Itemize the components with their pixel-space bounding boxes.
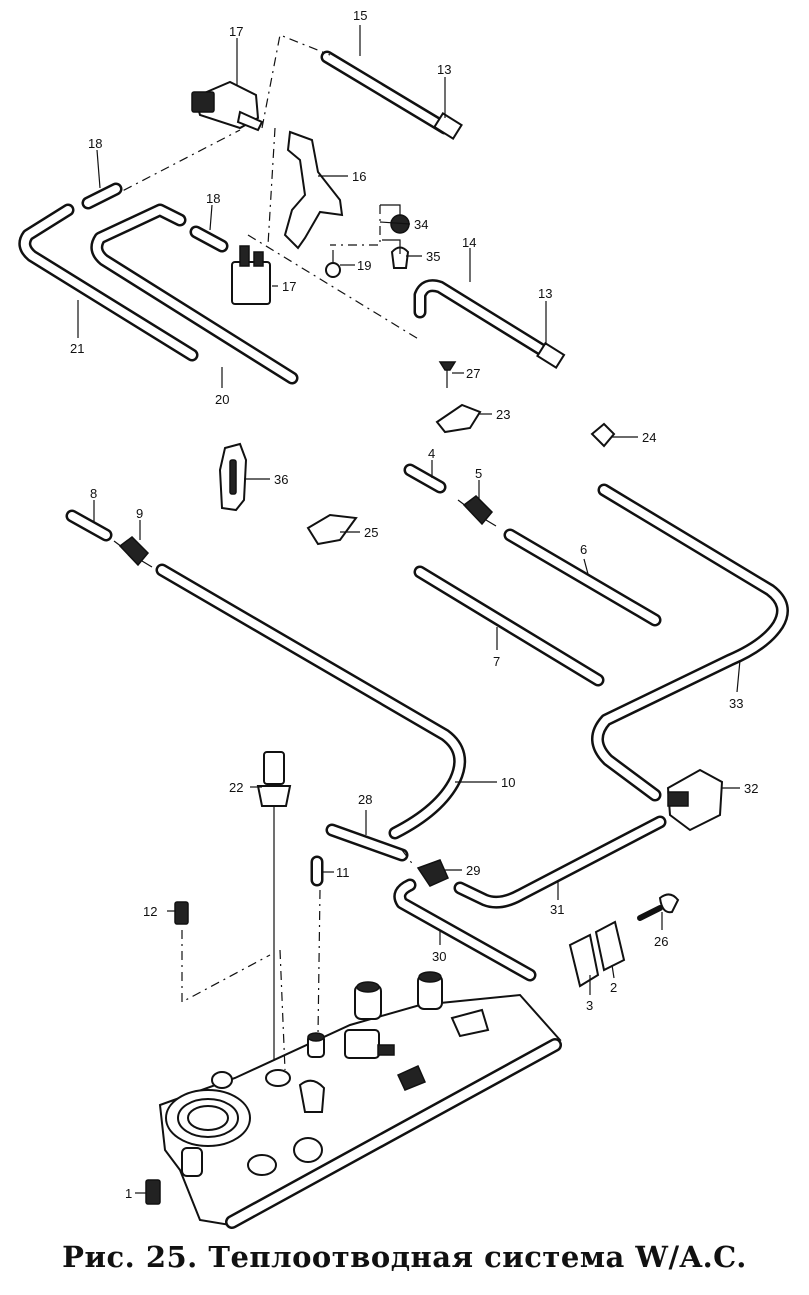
label-17b: 17 bbox=[282, 279, 296, 294]
label-32: 32 bbox=[744, 781, 758, 796]
label-25: 25 bbox=[364, 525, 378, 540]
hose-18a bbox=[81, 182, 123, 210]
fitting-1 bbox=[145, 1179, 161, 1205]
hose-14 bbox=[413, 279, 566, 369]
label-33: 33 bbox=[729, 696, 743, 711]
label-12: 12 bbox=[143, 904, 157, 919]
label-21: 21 bbox=[70, 341, 84, 356]
label-31: 31 bbox=[550, 902, 564, 917]
label-13a: 13 bbox=[437, 62, 451, 77]
label-29: 29 bbox=[466, 863, 480, 878]
valve-17-upper bbox=[191, 80, 264, 132]
label-18b: 18 bbox=[206, 191, 220, 206]
label-18a: 18 bbox=[88, 136, 102, 151]
hose-20 bbox=[90, 203, 299, 385]
label-26: 26 bbox=[654, 934, 668, 949]
hose-10 bbox=[155, 563, 467, 840]
plug-12 bbox=[174, 901, 189, 925]
label-23: 23 bbox=[496, 407, 510, 422]
label-14: 14 bbox=[462, 235, 476, 250]
connector-5 bbox=[457, 495, 497, 527]
hose-31 bbox=[453, 815, 667, 909]
hose-21 bbox=[18, 203, 199, 362]
label-1: 1 bbox=[125, 1186, 132, 1201]
part-labels: 15 17 13 16 18 18 34 35 19 14 17 13 21 2… bbox=[70, 8, 758, 1201]
parts-diagram: 15 17 13 16 18 18 34 35 19 14 17 13 21 2… bbox=[18, 8, 789, 1229]
label-8: 8 bbox=[90, 486, 97, 501]
label-22: 22 bbox=[229, 780, 243, 795]
hose-15 bbox=[320, 50, 463, 140]
hose-4 bbox=[403, 463, 447, 494]
label-6: 6 bbox=[580, 542, 587, 557]
tee-29 bbox=[416, 859, 449, 887]
figure-caption: Рис. 25. Теплоотводная система W/A.C. bbox=[62, 1240, 747, 1274]
label-35: 35 bbox=[426, 249, 440, 264]
label-17a: 17 bbox=[229, 24, 243, 39]
label-11: 11 bbox=[336, 865, 350, 880]
hose-28 bbox=[325, 823, 409, 862]
label-15: 15 bbox=[353, 8, 367, 23]
label-28: 28 bbox=[358, 792, 372, 807]
label-30: 30 bbox=[432, 949, 446, 964]
hose-8 bbox=[65, 509, 113, 542]
label-13b: 13 bbox=[538, 286, 552, 301]
clip-24 bbox=[590, 422, 616, 448]
gasket-2 bbox=[594, 920, 626, 972]
label-5: 5 bbox=[475, 466, 482, 481]
clamp-23 bbox=[435, 403, 482, 434]
label-3: 3 bbox=[586, 998, 593, 1013]
bolt-19 bbox=[325, 250, 341, 278]
label-19: 19 bbox=[357, 258, 371, 273]
hose-33 bbox=[591, 483, 789, 802]
clip-25 bbox=[306, 513, 358, 546]
label-36: 36 bbox=[274, 472, 288, 487]
label-27: 27 bbox=[466, 366, 480, 381]
assembly-lines bbox=[104, 34, 421, 1071]
hose-7 bbox=[413, 565, 605, 687]
hose-18b bbox=[189, 225, 229, 253]
screw-27 bbox=[438, 361, 457, 388]
label-20: 20 bbox=[215, 392, 229, 407]
intake-manifold bbox=[158, 971, 562, 1229]
label-4: 4 bbox=[428, 446, 435, 461]
label-2: 2 bbox=[610, 980, 617, 995]
valve-17-lower bbox=[231, 245, 271, 305]
label-7: 7 bbox=[493, 654, 500, 669]
gasket-3 bbox=[568, 933, 600, 988]
valve-32 bbox=[666, 768, 724, 832]
leader-lines bbox=[77, 25, 741, 1194]
hose-30 bbox=[393, 878, 537, 982]
label-16: 16 bbox=[352, 169, 366, 184]
connector-9 bbox=[113, 536, 153, 568]
bracket-16 bbox=[283, 130, 344, 250]
fitting-35 bbox=[390, 246, 410, 269]
label-34: 34 bbox=[414, 217, 428, 232]
hose-6 bbox=[503, 528, 662, 627]
label-10: 10 bbox=[501, 775, 515, 790]
label-24: 24 bbox=[642, 430, 656, 445]
bracket-36 bbox=[218, 442, 248, 512]
bolt-26 bbox=[637, 893, 680, 921]
label-9: 9 bbox=[136, 506, 143, 521]
